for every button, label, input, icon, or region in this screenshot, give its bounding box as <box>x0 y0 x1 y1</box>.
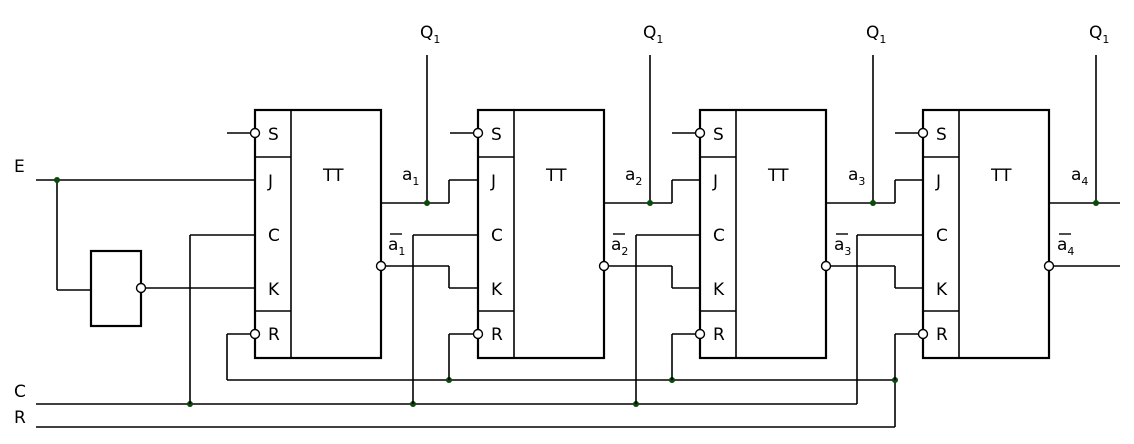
pin-c: C <box>713 226 725 246</box>
pin-r: R <box>936 325 948 345</box>
output-label: a4 <box>1071 165 1088 188</box>
pin-k: K <box>268 280 280 300</box>
flipflop-4: S J C K R TT Q1 a4 a4 <box>856 23 1120 404</box>
pin-s: S <box>713 125 724 145</box>
inverter-gate <box>89 249 143 328</box>
output-label: a1 <box>402 165 419 188</box>
pin-s: S <box>268 125 279 145</box>
q-output-label: Q1 <box>420 23 440 46</box>
q-output-label: Q1 <box>643 23 663 46</box>
output-label: a3 <box>848 165 865 188</box>
flipflop-3: S J C K R TT Q1 a3 a3 <box>635 23 895 404</box>
e-input-network <box>36 177 255 328</box>
inverted-output-label: a2 <box>611 235 628 258</box>
pin-r: R <box>713 325 725 345</box>
flipflop-type: TT <box>322 166 344 186</box>
flipflop-type: TT <box>767 166 789 186</box>
junction-e <box>54 177 60 183</box>
pin-k: K <box>936 280 948 300</box>
input-label-c: C <box>14 382 26 402</box>
pin-k: K <box>491 280 503 300</box>
inverted-output-label: a1 <box>388 235 405 258</box>
flipflop-type: TT <box>990 166 1012 186</box>
q-output-label: Q1 <box>866 23 886 46</box>
input-label-r: R <box>14 408 26 428</box>
flipflop-type: TT <box>545 166 567 186</box>
pin-j: J <box>935 172 941 192</box>
pin-r: R <box>491 325 503 345</box>
pin-k: K <box>713 280 725 300</box>
inverted-output-label: a4 <box>1057 235 1074 258</box>
q-output-label: Q1 <box>1089 23 1109 46</box>
flipflop-1: S J C K R TT Q1 a1 a1 <box>189 23 449 404</box>
inverter-bubble <box>135 282 147 294</box>
flipflop-2: S J C K R TT Q1 a2 a2 <box>412 23 672 404</box>
pin-j: J <box>712 172 718 192</box>
pin-r: R <box>268 325 280 345</box>
pin-c: C <box>268 226 280 246</box>
output-label: a2 <box>625 165 642 188</box>
pin-c: C <box>491 226 503 246</box>
pin-j: J <box>490 172 496 192</box>
bus-lines <box>36 377 898 428</box>
pin-s: S <box>936 125 947 145</box>
pin-c: C <box>936 226 948 246</box>
pin-j: J <box>267 172 273 192</box>
inverted-output-label: a3 <box>834 235 851 258</box>
input-label-e: E <box>14 157 25 177</box>
pin-s: S <box>491 125 502 145</box>
